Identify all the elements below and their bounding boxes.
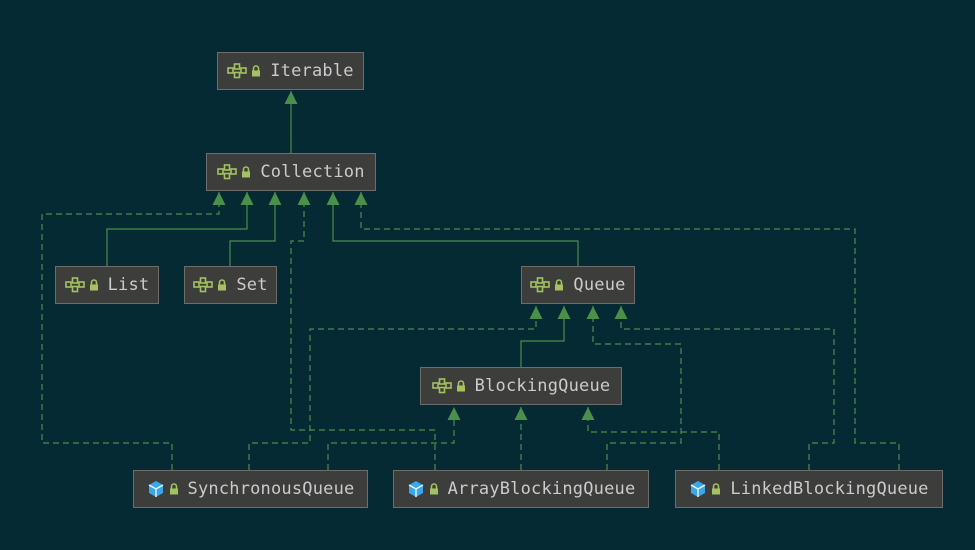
node-label: List <box>107 275 150 295</box>
node-arrayblockingqueue[interactable]: ArrayBlockingQueue <box>393 470 649 508</box>
node-synchronousqueue[interactable]: SynchronousQueue <box>133 470 368 508</box>
node-blockingqueue[interactable]: BlockingQueue <box>420 367 622 405</box>
lock-icon <box>554 279 564 291</box>
interface-icon <box>64 277 85 293</box>
node-label: Collection <box>260 162 365 182</box>
class-icon <box>147 480 165 498</box>
edge-blockingqueue-queue <box>520 306 571 367</box>
lock-icon <box>456 380 466 392</box>
node-iterable[interactable]: Iterable <box>217 52 364 90</box>
interface-icon <box>217 164 238 180</box>
node-label: SynchronousQueue <box>187 479 355 499</box>
lock-icon <box>711 483 721 495</box>
edge-synchronousqueue-queue <box>248 306 543 470</box>
node-label: LinkedBlockingQueue <box>730 479 929 499</box>
node-collection[interactable]: Collection <box>206 153 376 191</box>
class-icon <box>407 480 425 498</box>
edge-linkedblockingqueue-blockingqueue <box>581 407 720 470</box>
lock-icon <box>89 279 99 291</box>
node-label: Queue <box>573 275 626 295</box>
edge-set-collection <box>229 192 282 266</box>
interface-icon <box>227 63 248 79</box>
interface-icon <box>193 277 214 293</box>
node-label: Iterable <box>270 61 354 81</box>
node-queue[interactable]: Queue <box>521 266 635 304</box>
interface-icon <box>431 378 452 394</box>
node-list[interactable]: List <box>55 266 159 304</box>
edge-arrayblockingqueue-collection <box>290 192 436 470</box>
node-linkedblockingqueue[interactable]: LinkedBlockingQueue <box>675 470 943 508</box>
class-icon <box>689 480 707 498</box>
edge-arrayblockingqueue-queue <box>586 306 682 470</box>
node-label: Set <box>236 275 268 295</box>
interface-icon <box>530 277 551 293</box>
edge-list-collection <box>106 192 254 266</box>
lock-icon <box>217 279 227 291</box>
lock-icon <box>429 483 439 495</box>
lock-icon <box>169 483 179 495</box>
edge-linkedblockingqueue-collection <box>354 192 900 470</box>
lock-icon <box>251 65 261 77</box>
lock-icon <box>241 166 251 178</box>
edge-synchronousqueue-blockingqueue <box>327 407 461 470</box>
node-label: ArrayBlockingQueue <box>447 479 636 499</box>
node-label: BlockingQueue <box>474 376 611 396</box>
node-set[interactable]: Set <box>184 266 277 304</box>
edge-linkedblockingqueue-queue <box>614 306 835 470</box>
edge-synchronousqueue-collection <box>41 192 226 470</box>
edge-queue-collection <box>326 192 579 266</box>
